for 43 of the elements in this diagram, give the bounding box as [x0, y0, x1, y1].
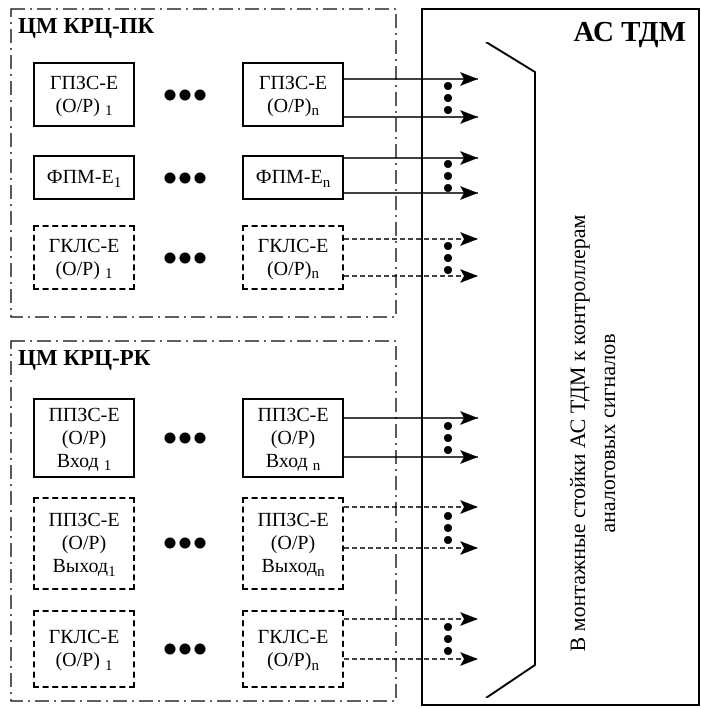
- module-box: [33, 610, 135, 688]
- module-box: [33, 62, 135, 127]
- arrow: [344, 500, 478, 514]
- arrow: [344, 72, 478, 86]
- module-box: [242, 610, 344, 688]
- module-box: [33, 225, 135, 290]
- module-box: [33, 497, 135, 590]
- module-box: [242, 155, 344, 200]
- module-label: ФПМ-Е$_{n}$: [254, 166, 332, 189]
- module-label: ППЗС-Е (О/Р) Вход $_{1}$: [47, 404, 121, 472]
- module-label: ГКЛС-Е (О/Р)$_{n}$: [256, 234, 330, 280]
- module-label: ФПМ-Е$_{1}$: [46, 166, 122, 189]
- arrow: [344, 450, 478, 464]
- module-box: [242, 398, 344, 478]
- module-label: ППЗС-Е (О/Р) Выход$_{1}$: [47, 509, 121, 578]
- rack-title: АС ТДМ: [573, 15, 686, 50]
- arrow: [344, 269, 478, 283]
- arrow: [344, 411, 478, 425]
- arrow: [344, 186, 478, 200]
- module-box: [33, 398, 135, 478]
- module-label: ППЗС-Е (О/Р) Вход $_{n}$: [256, 404, 330, 472]
- group-frame: [10, 8, 397, 318]
- group-frame: [10, 340, 397, 702]
- module-label: ГПЗС-Е (О/Р) $_{1}$: [48, 72, 120, 118]
- arrow: [344, 151, 478, 165]
- module-box: [242, 497, 344, 590]
- group-title: ЦМ КРЦ-РК: [18, 344, 150, 372]
- module-box: [242, 225, 344, 290]
- arrow: [344, 612, 478, 626]
- arrow: [344, 652, 478, 666]
- group-title: ЦМ КРЦ-ПК: [18, 12, 154, 40]
- module-label: ГКЛС-Е (О/Р) $_{1}$: [48, 234, 120, 280]
- module-box: [242, 62, 344, 127]
- module-label: ГКЛС-Е (О/Р) $_{1}$: [48, 626, 120, 672]
- module-label: ГКЛС-Е (О/Р)$_{n}$: [256, 626, 330, 672]
- arrow: [344, 232, 478, 246]
- module-box: [33, 155, 135, 200]
- module-label: ГПЗС-Е (О/Р)$_{n}$: [258, 72, 328, 118]
- module-label: ППЗС-Е (О/Р) Выход$_{n}$: [256, 509, 330, 578]
- arrow: [344, 110, 478, 124]
- arrow: [344, 541, 478, 555]
- rack-box: [421, 8, 700, 706]
- rotated-note: В монтажные стойки АС ТДМ к контроллерам аналоговых сигналов: [564, 214, 621, 653]
